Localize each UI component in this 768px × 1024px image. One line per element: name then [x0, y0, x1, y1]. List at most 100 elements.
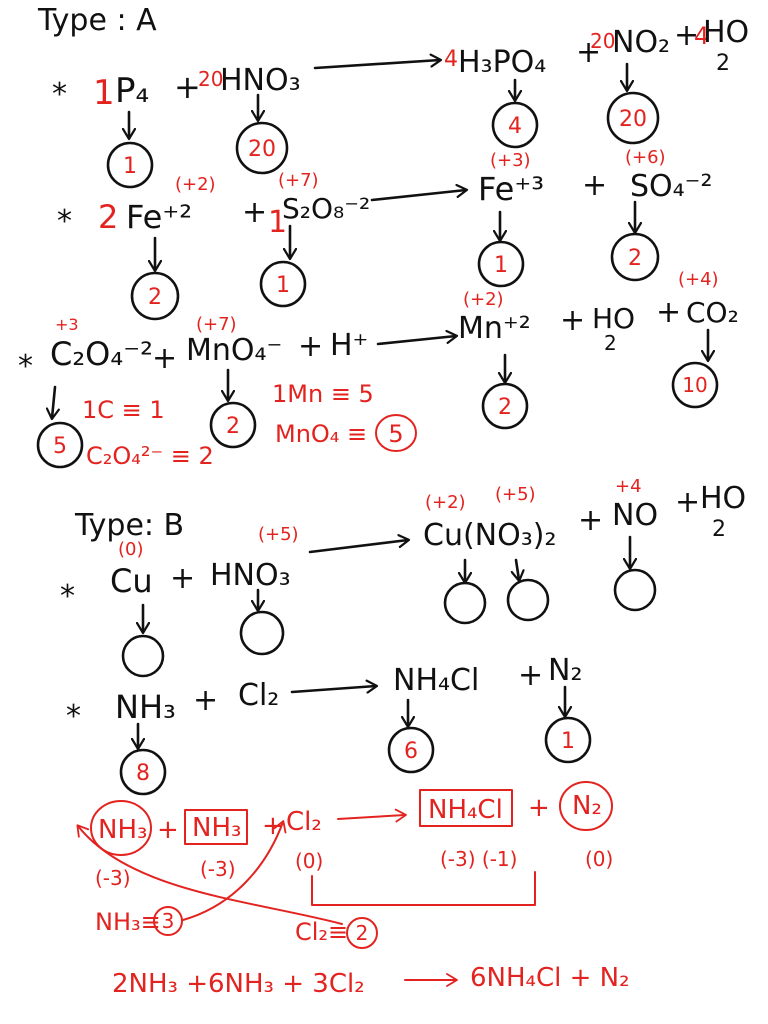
formula-h-plus: H⁺ [330, 328, 368, 363]
plus-sign: + [675, 485, 700, 520]
plus-sign: + [298, 329, 323, 364]
plus-sign: + [157, 815, 179, 845]
reaction-1: * 1 P₄ + 20 HNO₃ 4 H₃PO₄ + 20 NO₂ + 4 HO… [52, 15, 749, 189]
oxidation-number-cl2: (0) [295, 849, 323, 873]
plus-sign: + [674, 18, 699, 53]
reaction-arrow-icon [376, 336, 456, 346]
oxidation-number-mn2: (+2) [463, 289, 504, 310]
oxidation-number-hno3: (+5) [258, 524, 299, 545]
note-mno4: MnO₄ ≡ [275, 420, 367, 448]
reaction-arrow-icon [290, 686, 376, 692]
formula-h2o: HO [703, 15, 749, 50]
ratio-cl2-value: 2 [356, 921, 369, 945]
boxed-formula-outline [419, 789, 513, 827]
final-equation-left: 2NH₃ +6NH₃ + 3Cl₂ [112, 969, 365, 999]
boxed-formula-outline [184, 809, 248, 845]
empty-count-circle [239, 610, 285, 656]
note-manganese: 1Mn ≡ 5 [272, 380, 374, 408]
oxidation-number-nh4cl: (-3) (-1) [440, 847, 517, 871]
count-circle [477, 240, 525, 288]
count-h3po4: 4 [508, 114, 522, 139]
formula-no: NO [612, 498, 658, 533]
working-nh3-circled: NH₃ [98, 815, 147, 845]
formula-c2o4: C₂O₄⁻² [50, 335, 153, 373]
oxidation-number-fe3: (+3) [490, 150, 531, 171]
oxidation-number-cuno3-cu: (+2) [425, 492, 466, 513]
working-cl2: Cl₂ [286, 807, 322, 837]
count-circle [235, 121, 289, 175]
ratio-cl2: Cl₂≡ [295, 918, 348, 946]
formula-n2: N₂ [548, 653, 582, 688]
oxidation-number-c2o4: +3 [55, 315, 79, 334]
formula-h2o: HO [592, 302, 635, 335]
ratio-value-circle [346, 917, 378, 949]
count-c2o4: 5 [53, 434, 67, 459]
plus-sign: + [242, 195, 267, 230]
count-nh3: 8 [136, 761, 150, 786]
formula-mn2: Mn⁺² [458, 311, 531, 346]
coefficient-h3po4: 4 [444, 47, 458, 72]
oxidation-number-no: +4 [615, 476, 642, 497]
note-value-circle [375, 414, 417, 452]
ratio-value-circle [153, 906, 183, 936]
formula-so4: SO₄⁻² [630, 169, 713, 204]
oxidation-number-nh3-b: (-3) [200, 857, 236, 881]
count-fe3: 1 [494, 253, 508, 278]
count-s2o8: 1 [276, 273, 290, 298]
oxidation-number-n2: (0) [585, 847, 613, 871]
coefficient-fe2: 2 [98, 198, 118, 236]
oxidation-number-so4: (+6) [625, 147, 666, 168]
plus-sign: + [656, 295, 681, 330]
empty-count-circle [506, 578, 550, 622]
formula-mno4: MnO₄⁻ [186, 333, 282, 368]
formula-nh4cl: NH₄Cl [393, 663, 479, 698]
ratio-nh3-value: 3 [162, 909, 175, 933]
count-circle [544, 716, 592, 764]
working-nh4cl-boxed: NH₄Cl [428, 795, 503, 825]
oxidation-number-mno4: (+7) [196, 314, 237, 335]
type-a-section: Type : A * 1 P₄ + 20 HNO₃ 4 H₃PO₄ + 20 N… [18, 3, 749, 470]
count-n2: 1 [561, 729, 575, 754]
bullet-asterisk-icon: * [57, 204, 72, 239]
formula-co2: CO₂ [686, 296, 739, 329]
curved-arrow-icon [182, 820, 287, 921]
reaction-arrow-icon [313, 60, 440, 70]
bullet-asterisk-icon: * [66, 699, 81, 734]
working-n2-circled: N₂ [572, 791, 602, 821]
note-carbon: 1C ≡ 1 [82, 396, 165, 424]
plus-sign: + [582, 168, 607, 203]
formula-h3po4: H₃PO₄ [458, 45, 546, 80]
reaction-arrow-icon [337, 808, 407, 823]
count-circle [606, 91, 660, 145]
formula-nh3: NH₃ [115, 688, 176, 726]
count-hno3: 20 [248, 137, 276, 162]
plus-sign: + [560, 303, 585, 338]
count-circle [610, 232, 660, 282]
count-circle [119, 748, 167, 796]
formula-h2o-subscript: 2 [604, 331, 617, 355]
formula-p4: P₄ [115, 71, 149, 111]
bullet-asterisk-icon: * [18, 349, 33, 384]
curved-arrow-icon [76, 824, 343, 925]
formula-h2o-subscript: 2 [716, 51, 730, 76]
count-circle [671, 361, 719, 409]
plus-sign: + [152, 341, 177, 376]
reaction-5: * NH₃ + Cl₂ NH₄Cl + N₂ 8 6 1 [66, 653, 592, 796]
bullet-asterisk-icon: * [60, 579, 75, 614]
note-c2o4: C₂O₄²⁻ ≡ 2 [86, 442, 214, 470]
down-arrow-icon [516, 558, 519, 580]
formula-fe2: Fe⁺² [126, 198, 192, 236]
oxidation-number-fe2: (+2) [175, 174, 216, 195]
reaction-3: * +3 C₂O₄⁻² + (+7) MnO₄⁻ + H⁺ (+2) Mn⁺² … [18, 269, 739, 470]
count-so4: 2 [628, 246, 642, 271]
reaction-2: * 2 (+2) Fe⁺² + 1 (+7) S₂O₈⁻² (+3) Fe⁺³ … [57, 147, 713, 321]
plus-sign: + [528, 793, 550, 823]
formula-s2o8: S₂O₈⁻² [282, 192, 370, 225]
count-p4: 1 [123, 154, 137, 179]
count-circle [491, 101, 539, 149]
reaction-arrow-icon [370, 190, 466, 202]
oxidation-number-cuno3-n: (+5) [495, 484, 536, 505]
count-mno4: 2 [226, 414, 240, 439]
formula-h2o-subscript: 2 [712, 517, 726, 542]
count-nh4cl: 6 [404, 739, 418, 764]
